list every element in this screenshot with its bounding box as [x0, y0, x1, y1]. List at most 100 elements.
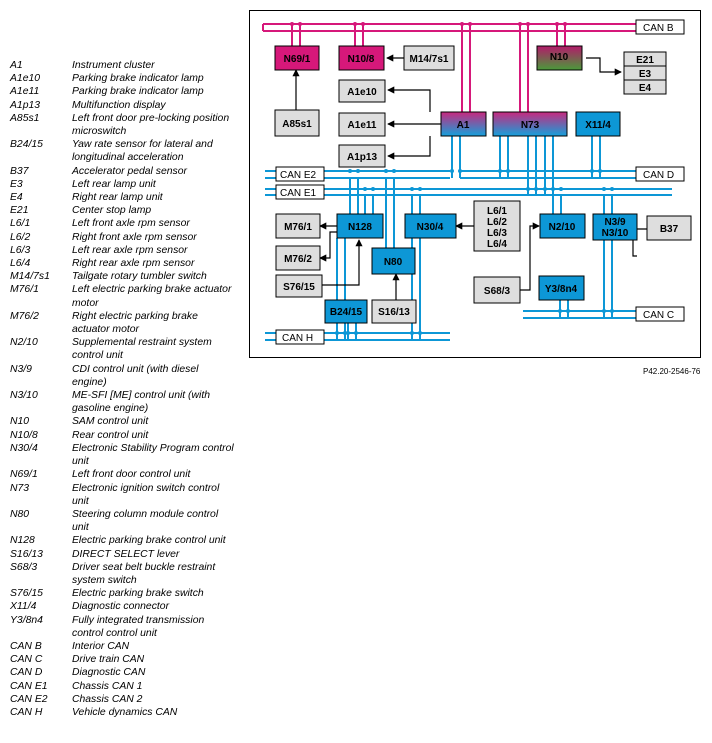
svg-text:N69/1: N69/1: [284, 54, 311, 65]
svg-text:N10: N10: [550, 52, 569, 63]
legend-description: Parking brake indicator lamp: [72, 73, 204, 85]
svg-text:E3: E3: [639, 69, 652, 80]
legend-code: E3: [10, 178, 23, 190]
module-n10-8: N10/8: [338, 45, 385, 71]
legend-code: E21: [10, 205, 29, 217]
svg-text:X11/4: X11/4: [585, 120, 611, 131]
svg-text:A85s1: A85s1: [282, 119, 312, 130]
module-b37: B37: [646, 215, 692, 241]
module-n3-9-n3-10: N3/9 N3/10: [592, 213, 638, 241]
module-n128: N128: [336, 213, 384, 239]
module-x11-4: X11/4: [575, 111, 621, 137]
legend-code: L6/4: [10, 258, 31, 270]
legend-description: ME-SFI [ME] control unit (with gasoline …: [72, 390, 210, 415]
legend-code: N2/10: [10, 337, 38, 349]
svg-text:S76/15: S76/15: [283, 282, 315, 293]
legend-description: Rear control unit: [72, 429, 149, 441]
bus-connection-dots: [335, 169, 614, 335]
svg-text:CAN D: CAN D: [643, 170, 674, 181]
legend-description: Left front door pre-locking position mic…: [72, 112, 230, 138]
legend-code: S76/15: [10, 588, 43, 600]
legend-code: L6/2: [10, 231, 31, 243]
legend-code: B37: [10, 165, 29, 177]
svg-text:A1: A1: [457, 120, 470, 131]
can-network-diagram: CAN B CAN D CAN E2 CAN E1 CAN C CAN H N6…: [249, 10, 701, 358]
legend-item: M76/1 Left electric parking brake actuato…: [10, 283, 235, 309]
legend-description: Supplemental restraint system control un…: [72, 337, 212, 362]
legend-code: M76/1: [10, 284, 39, 296]
module-s76-15: S76/15: [275, 274, 323, 298]
legend-description: Chassis CAN 1: [72, 680, 143, 692]
figure-reference: P42.20-2546-76: [643, 367, 701, 376]
legend-description: Interior CAN: [72, 640, 130, 652]
module-s16-13: S16/13: [371, 299, 417, 324]
legend-code: CAN E2: [10, 693, 48, 705]
svg-text:E4: E4: [639, 83, 652, 94]
legend-description: Chassis CAN 2: [72, 693, 143, 705]
legend-code: A1e11: [10, 86, 40, 98]
legend-description: Diagnostic connector: [72, 601, 170, 613]
legend-item: S76/15 Electric parking brake switch: [10, 587, 235, 600]
svg-text:CAN E1: CAN E1: [280, 188, 317, 199]
module-a85s1: A85s1: [274, 109, 320, 137]
legend-item: A1p13 Multifunction display: [10, 99, 235, 112]
legend-code: L6/3: [10, 244, 31, 256]
svg-text:L6/4: L6/4: [487, 239, 507, 250]
legend-code: X11/4: [10, 601, 37, 613]
can-c-bus: [523, 310, 636, 319]
legend-code: CAN D: [10, 667, 43, 679]
legend-code: N30/4: [10, 442, 38, 454]
legend-item: Y3/8n4 Fully integrated transmission cont…: [10, 614, 235, 640]
svg-text:L6/2: L6/2: [487, 217, 507, 228]
svg-text:N73: N73: [521, 120, 540, 131]
svg-text:N2/10: N2/10: [549, 222, 576, 233]
legend-item: E21 Center stop lamp: [10, 204, 235, 217]
svg-text:Y3/8n4: Y3/8n4: [545, 284, 578, 295]
svg-text:CAN E2: CAN E2: [280, 170, 317, 181]
legend-description: Multifunction display: [72, 99, 166, 111]
legend-description: Center stop lamp: [72, 205, 152, 217]
module-n10: N10: [536, 45, 583, 71]
svg-text:N3/10: N3/10: [602, 228, 629, 239]
legend-description: CDI control unit (with diesel engine): [72, 363, 199, 388]
legend-code: Y3/8n4: [10, 614, 43, 626]
legend-code: A1p13: [10, 99, 41, 111]
can-e2-label: CAN E2: [275, 166, 325, 182]
legend-description: SAM control unit: [72, 416, 149, 428]
can-b-label: CAN B: [635, 19, 685, 35]
legend-description: Left electric parking brake actuator mot…: [72, 284, 232, 309]
svg-text:N3/9: N3/9: [604, 217, 626, 228]
can-h-label: CAN H: [275, 329, 325, 345]
legend-description: Fully integrated transmission control co…: [72, 614, 205, 639]
legend-item: X11/4 Diagnostic connector: [10, 600, 235, 613]
svg-text:A1e11: A1e11: [348, 120, 377, 131]
legend-code: M14/7s1: [10, 271, 50, 283]
legend-description: Electric parking brake switch: [72, 588, 204, 600]
module-b24-15: B24/15: [324, 299, 368, 324]
can-e1-label: CAN E1: [275, 184, 325, 200]
legend-code: M76/2: [10, 310, 39, 322]
module-n2-10: N2/10: [539, 213, 586, 239]
module-m76-2: M76/2: [275, 245, 321, 271]
